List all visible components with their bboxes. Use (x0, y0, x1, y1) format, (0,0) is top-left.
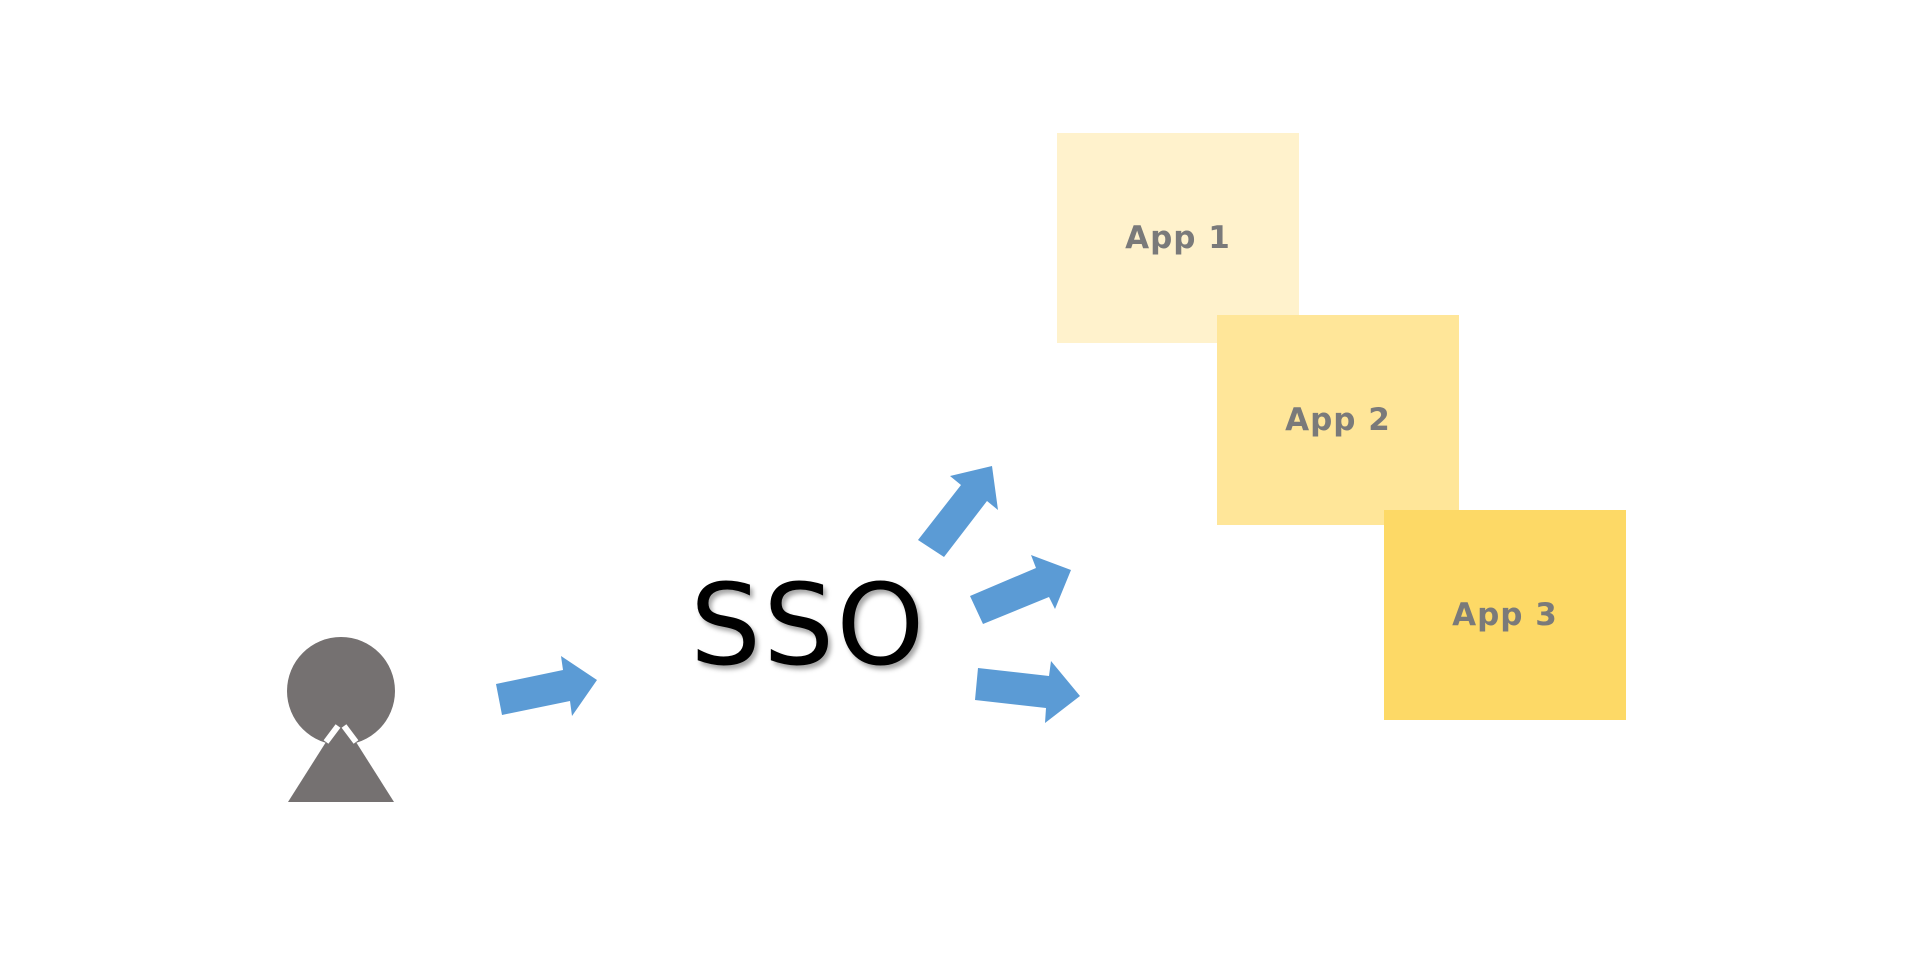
right-arrow-icon (970, 555, 1071, 624)
app-3-label: App 3 (1452, 597, 1558, 633)
app-2-box: App 2 (1217, 315, 1459, 525)
person-icon (287, 637, 395, 802)
right-arrow-icon (496, 656, 597, 716)
app-1-box: App 1 (1057, 133, 1299, 343)
right-arrow-icon (975, 661, 1080, 723)
app-3-box: App 3 (1384, 510, 1626, 720)
app-2-label: App 2 (1285, 402, 1391, 438)
app-1-label: App 1 (1125, 220, 1231, 256)
right-arrow-icon (918, 466, 998, 557)
sso-label: SSO (690, 561, 927, 691)
